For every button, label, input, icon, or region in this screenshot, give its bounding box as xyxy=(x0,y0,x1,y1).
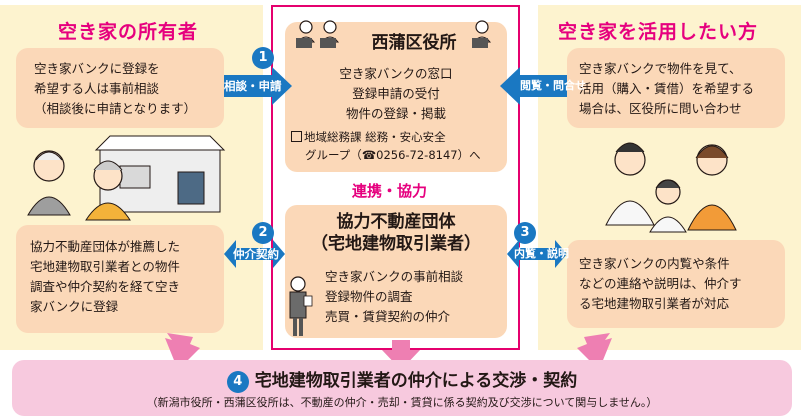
ward-office-title: 西蒲区役所 xyxy=(371,33,457,53)
realtor-line: 売買・賃貸契約の仲介 xyxy=(325,309,451,324)
realtor-subtitle: （宅地建物取引業者） xyxy=(311,234,481,254)
user-viewing-box: 空き家バンクの内覧や条件 などの連絡や説明は、仲介す る宅地建物取引業者が対応 xyxy=(567,240,785,328)
arrow-down-center xyxy=(382,340,420,370)
house-owners-icon xyxy=(27,135,226,221)
family-icon xyxy=(605,142,737,233)
owner-title: 空き家の所有者 xyxy=(58,21,199,43)
step-number-4: 4 xyxy=(226,371,249,393)
arrow-brokerage xyxy=(224,240,285,268)
realtor-title: 協力不動産団体 xyxy=(336,212,456,232)
arrow-inquiry xyxy=(500,67,567,105)
arrow-down-right xyxy=(577,333,612,370)
user-inquiry-line: 空き家バンクで物件を見て、 xyxy=(579,61,742,76)
owner-consult-line: 空き家バンクに登録を xyxy=(34,61,160,76)
arrow-down-left xyxy=(165,333,200,370)
owner-register-line: 調査や仲介契約を経て空き xyxy=(30,279,181,294)
realtor-box: 協力不動産団体 （宅地建物取引業者） 空き家バンクの事前相談 登録物件の調査 売… xyxy=(285,205,507,338)
owner-register-line: 家バンクに登録 xyxy=(30,299,119,314)
office-staff-icon xyxy=(296,20,492,48)
owner-consult-line: （相談後に申請となります） xyxy=(34,101,197,116)
user-viewing-line: などの連絡や説明は、仲介す xyxy=(579,276,742,291)
arrow-consult xyxy=(224,67,292,105)
owner-register-box: 協力不動産団体が推薦した 宅地建物取引業者との物件 調査や仲介契約を経て空き 家… xyxy=(16,225,224,333)
step-number-3: 3 xyxy=(514,222,536,244)
ward-contact-line: グループ（☎0256-72-8147）へ xyxy=(305,148,481,162)
arrow-brokerage-label: 仲介契約 xyxy=(233,247,279,261)
collaboration-label: 連携・協力 xyxy=(352,182,428,200)
user-viewing-line: 空き家バンクの内覧や条件 xyxy=(579,256,730,271)
ward-office-line: 物件の登録・掲載 xyxy=(345,106,446,121)
user-inquiry-box: 空き家バンクで物件を見て、 活用（購入・賃借）を希望する 場合は、区役所に問い合… xyxy=(567,48,785,128)
user-viewing-line: る宅地建物取引業者が対応 xyxy=(579,296,730,311)
owner-register-line: 宅地建物取引業者との物件 xyxy=(30,259,180,274)
ward-contact-line: 地域総務課 総務・安心安全 xyxy=(291,128,507,146)
step-number-1: 1 xyxy=(252,47,274,69)
building-icon xyxy=(291,131,302,142)
user-inquiry-line: 活用（購入・賃借）を希望する xyxy=(579,81,755,96)
owner-consult-line: 希望する人は事前相談 xyxy=(34,81,160,96)
arrow-viewing-label: 内覧・説明 xyxy=(514,247,569,260)
realtor-person-icon xyxy=(289,276,313,336)
disclaimer-note: （新潟市役所・西蒲区役所は、不動産の仲介・売却・賃貸に係る契約及び交渉について関… xyxy=(146,396,658,409)
user-title: 空き家を活用したい方 xyxy=(558,21,759,43)
realtor-line: 登録物件の調査 xyxy=(325,289,413,304)
user-inquiry-line: 場合は、区役所に問い合わせ xyxy=(579,101,742,116)
step-number-2: 2 xyxy=(252,222,274,244)
ward-office-line: 登録申請の受付 xyxy=(352,86,440,101)
owner-register-line: 協力不動産団体が推薦した xyxy=(30,239,181,254)
arrow-viewing xyxy=(507,240,567,268)
negotiation-title-text: 宅地建物取引業者の仲介による交渉・契約 xyxy=(254,371,578,391)
realtor-line: 空き家バンクの事前相談 xyxy=(325,269,464,284)
ward-office-line: 空き家バンクの窓口 xyxy=(339,66,453,81)
owner-consult-box: 空き家バンクに登録を 希望する人は事前相談 （相談後に申請となります） xyxy=(16,48,224,128)
ward-contact-text: 地域総務課 総務・安心安全 xyxy=(304,130,446,144)
arrow-consult-label: 相談・申請 xyxy=(224,79,282,93)
arrow-inquiry-label: 閲覧・問合せ xyxy=(520,79,586,92)
